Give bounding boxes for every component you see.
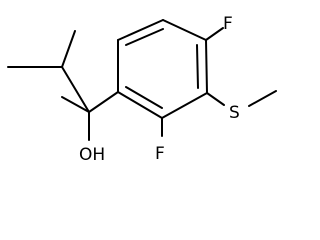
bond-ring-quaternary-carbon	[88, 91, 119, 113]
bond-quaternary-methyl	[61, 96, 90, 113]
ring-bond-c6-c1	[117, 19, 164, 41]
ring-bond-c2-c3	[205, 39, 208, 94]
hydroxyl-label: OH	[79, 145, 105, 165]
benzene-ring	[117, 19, 208, 119]
bond-ring-sulfur	[206, 92, 225, 106]
bond-isopropyl-methyl-top	[61, 30, 76, 68]
bond-quaternary-isopropyl	[61, 66, 90, 113]
bond-ring-fluorine-top	[205, 27, 224, 41]
fluorine-bottom-label: F	[155, 144, 165, 164]
sulfur-label: S	[229, 103, 240, 123]
ring-bond-c4-c5	[117, 91, 163, 119]
bond-sulfur-methyl	[248, 90, 277, 107]
ring-bond-c1-c2	[162, 19, 207, 41]
chemical-structure: F F S OH	[7, 14, 277, 165]
ring-bond-c3-c4	[161, 92, 208, 119]
ring-double-bond-right	[196, 44, 199, 89]
fluorine-top-label: F	[223, 14, 233, 34]
ring-double-bond-bottom	[125, 86, 163, 109]
ring-double-bond-top	[125, 28, 164, 46]
